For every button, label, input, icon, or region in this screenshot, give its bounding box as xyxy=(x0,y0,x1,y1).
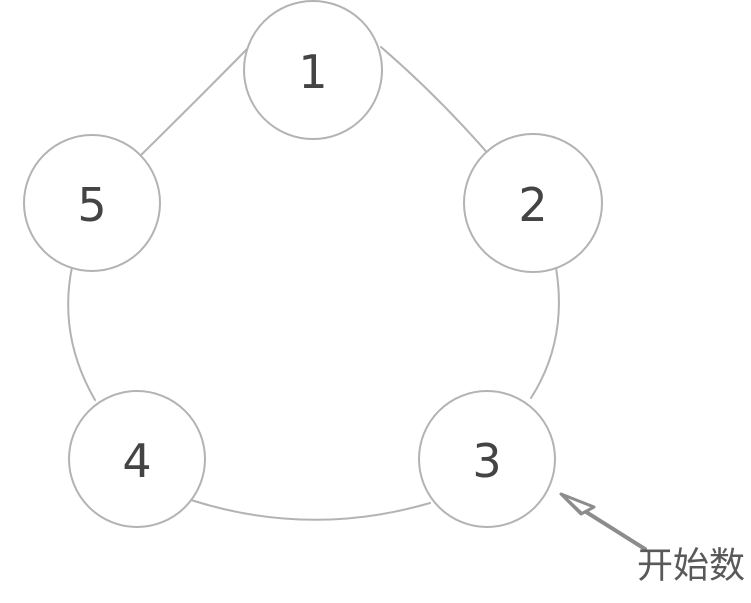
node-2[interactable]: 2 xyxy=(463,133,603,273)
edge-4-to-5 xyxy=(67,266,96,401)
node-2-circle[interactable] xyxy=(463,133,603,273)
node-3-circle[interactable] xyxy=(418,390,556,528)
node-4-circle[interactable] xyxy=(68,390,206,528)
node-4[interactable]: 4 xyxy=(68,390,206,528)
arrow-head-inner-line xyxy=(564,496,583,514)
start-pointer-label: 开始数 xyxy=(637,546,745,587)
node-4-label: 4 xyxy=(122,434,151,488)
node-1-circle[interactable] xyxy=(243,0,383,140)
node-5-circle[interactable] xyxy=(23,134,161,272)
node-5-label: 5 xyxy=(77,178,106,232)
edge-2-to-3 xyxy=(530,267,560,399)
node-1-label: 1 xyxy=(298,45,327,99)
node-3[interactable]: 3 xyxy=(418,390,556,528)
edge-5-to-1 xyxy=(137,47,249,159)
node-2-label: 2 xyxy=(518,178,547,232)
node-5[interactable]: 5 xyxy=(23,134,161,272)
edge-group xyxy=(67,46,560,521)
edge-1-to-2 xyxy=(380,46,492,158)
start-pointer-annotation: 开始数 xyxy=(559,492,745,587)
node-1[interactable]: 1 xyxy=(243,0,383,140)
node-3-label: 3 xyxy=(472,434,501,488)
edge-3-to-4 xyxy=(190,499,431,521)
